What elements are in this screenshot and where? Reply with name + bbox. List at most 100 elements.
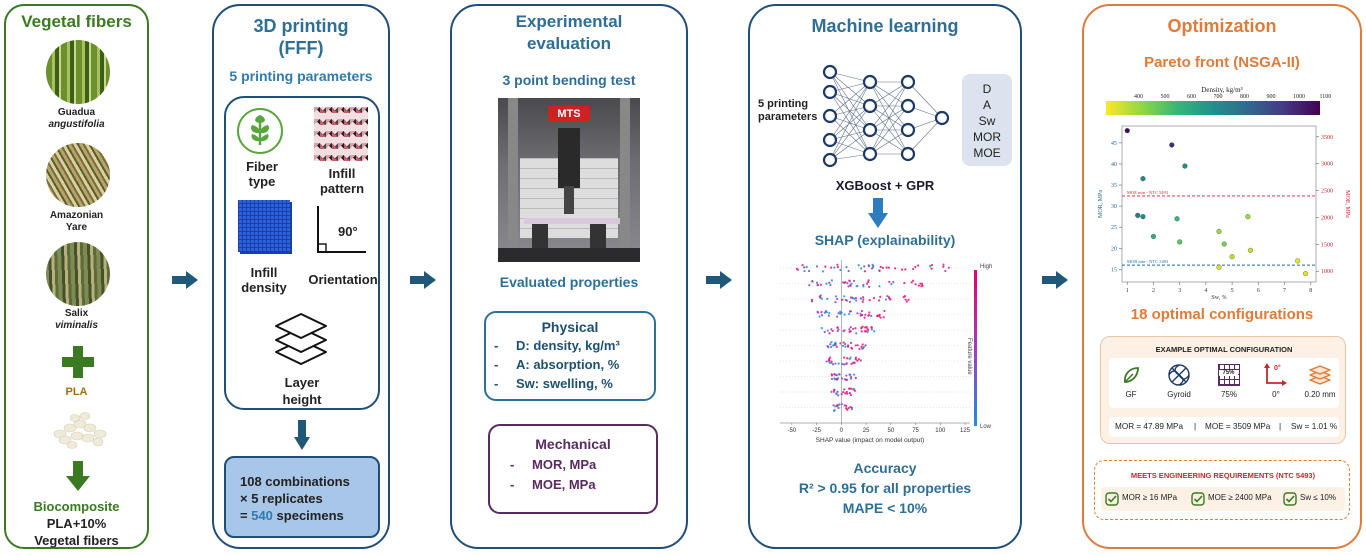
- shap-point: [825, 360, 828, 363]
- example-title: EXAMPLE OPTIMAL CONFIGURATION: [1155, 345, 1293, 354]
- physical-item: -D: density, kg/m³: [494, 338, 620, 353]
- data-point: [1124, 128, 1130, 134]
- shap-point: [856, 359, 859, 362]
- shap-point: [870, 314, 873, 318]
- pla-pellets-image: [50, 404, 110, 452]
- shap-point: [829, 284, 832, 287]
- physical-title: Physical: [541, 319, 599, 335]
- shap-point: [866, 327, 869, 330]
- shap-point: [825, 282, 828, 285]
- shap-point: [835, 392, 838, 395]
- shap-point: [838, 403, 841, 406]
- colorbar-tick-label: 900: [1266, 94, 1276, 100]
- shap-point: [816, 283, 820, 287]
- data-point: [1169, 142, 1175, 148]
- shap-point: [830, 360, 833, 363]
- reference-line-label: MOE min - NTC 5493: [1127, 190, 1169, 195]
- shap-point: [859, 359, 862, 362]
- physical-item: -A: absorption, %: [494, 357, 620, 372]
- shap-point: [857, 358, 861, 361]
- shap-point: [856, 284, 859, 288]
- shap-point: [847, 285, 850, 288]
- shap-point: [900, 268, 904, 271]
- outputs-box: D A Sw MOR MOE: [962, 74, 1012, 166]
- combinations-line1: 108 combinations: [240, 474, 350, 489]
- accuracy-label: Accuracy: [853, 460, 917, 476]
- shap-point: [868, 299, 871, 302]
- shap-point: [848, 373, 851, 376]
- shap-point: [848, 387, 851, 390]
- shap-point: [830, 341, 833, 344]
- shap-point: [849, 376, 853, 379]
- shap-point: [848, 391, 852, 395]
- data-point: [1221, 241, 1227, 247]
- equals-sign: =: [240, 508, 248, 523]
- colorbar-tick-label: 500: [1160, 94, 1170, 100]
- plot-frame: [1121, 125, 1317, 283]
- shap-point: [833, 388, 836, 392]
- x-axis-label: Sw, %: [1211, 295, 1226, 301]
- output-label: Sw: [978, 114, 996, 128]
- shap-point: [860, 345, 863, 348]
- shap-point: [841, 344, 845, 347]
- shap-point: [836, 263, 839, 266]
- shap-point: [853, 361, 856, 364]
- infill-density-icon: [238, 200, 290, 252]
- shap-point: [830, 390, 833, 393]
- shap-point: [808, 284, 811, 287]
- shap-x-tick-label: 75: [912, 428, 919, 434]
- colorbar-tick-label: 600: [1187, 94, 1196, 100]
- shap-point: [856, 312, 859, 315]
- shap-point: [868, 311, 871, 314]
- shap-point: [807, 269, 811, 273]
- shap-point: [805, 265, 808, 269]
- output-label: A: [982, 98, 991, 112]
- mape-label: MAPE < 10%: [842, 500, 928, 516]
- infill-grid-icon: 75%: [1218, 364, 1240, 386]
- shap-point: [801, 263, 804, 267]
- shap-point: [849, 377, 853, 380]
- panel-title: Optimization: [1167, 16, 1277, 36]
- fiber-species: angustifolia: [48, 119, 105, 130]
- bending-machine-image: MTS: [498, 98, 640, 262]
- shap-point: [843, 404, 846, 407]
- panel-vegetal-fibers: Vegetal fibers Guadua angustifolia Amazo…: [4, 4, 149, 549]
- shap-point: [854, 356, 858, 359]
- combinations-line2: × 5 replicates: [240, 491, 323, 506]
- shap-point: [819, 283, 822, 286]
- shap-point: [818, 295, 821, 298]
- right-arrow-icon: [706, 271, 732, 289]
- shap-point: [919, 282, 922, 285]
- shap-point: [947, 266, 950, 269]
- panel-title: 3D printing: [253, 16, 349, 36]
- layer-stack-icon: [1309, 363, 1331, 387]
- shap-point: [831, 363, 835, 366]
- example-item-label: 0.20 mm: [1304, 390, 1336, 399]
- shap-point: [849, 393, 853, 397]
- shap-point: [865, 282, 869, 285]
- shap-point: [861, 313, 864, 317]
- shap-point: [825, 311, 828, 314]
- guadua-image: [46, 40, 110, 104]
- data-point: [1174, 216, 1180, 222]
- shap-point: [848, 328, 851, 331]
- shap-point: [849, 341, 853, 345]
- colorbar-tick-label: 1100: [1319, 94, 1332, 100]
- shap-point: [863, 330, 866, 333]
- fiber-name: Guadua: [57, 107, 96, 118]
- y-axis-label: MOR, MPa: [1098, 190, 1104, 218]
- data-point: [1216, 264, 1222, 270]
- shap-point: [868, 285, 871, 289]
- example-item-label: 75%: [1220, 390, 1237, 399]
- shap-point: [843, 313, 846, 316]
- shap-point: [840, 392, 843, 396]
- result-sw: Sw = 1.01 %: [1291, 422, 1338, 431]
- physical-item: -Sw: swelling, %: [494, 376, 613, 391]
- shap-point: [861, 343, 864, 346]
- shap-point: [818, 315, 821, 318]
- shap-point: [830, 266, 833, 269]
- r2-label: R² > 0.95 for all properties: [798, 480, 972, 496]
- shap-low-label: Low: [980, 424, 992, 430]
- physical-item-text: D: density, kg/m³: [516, 338, 620, 353]
